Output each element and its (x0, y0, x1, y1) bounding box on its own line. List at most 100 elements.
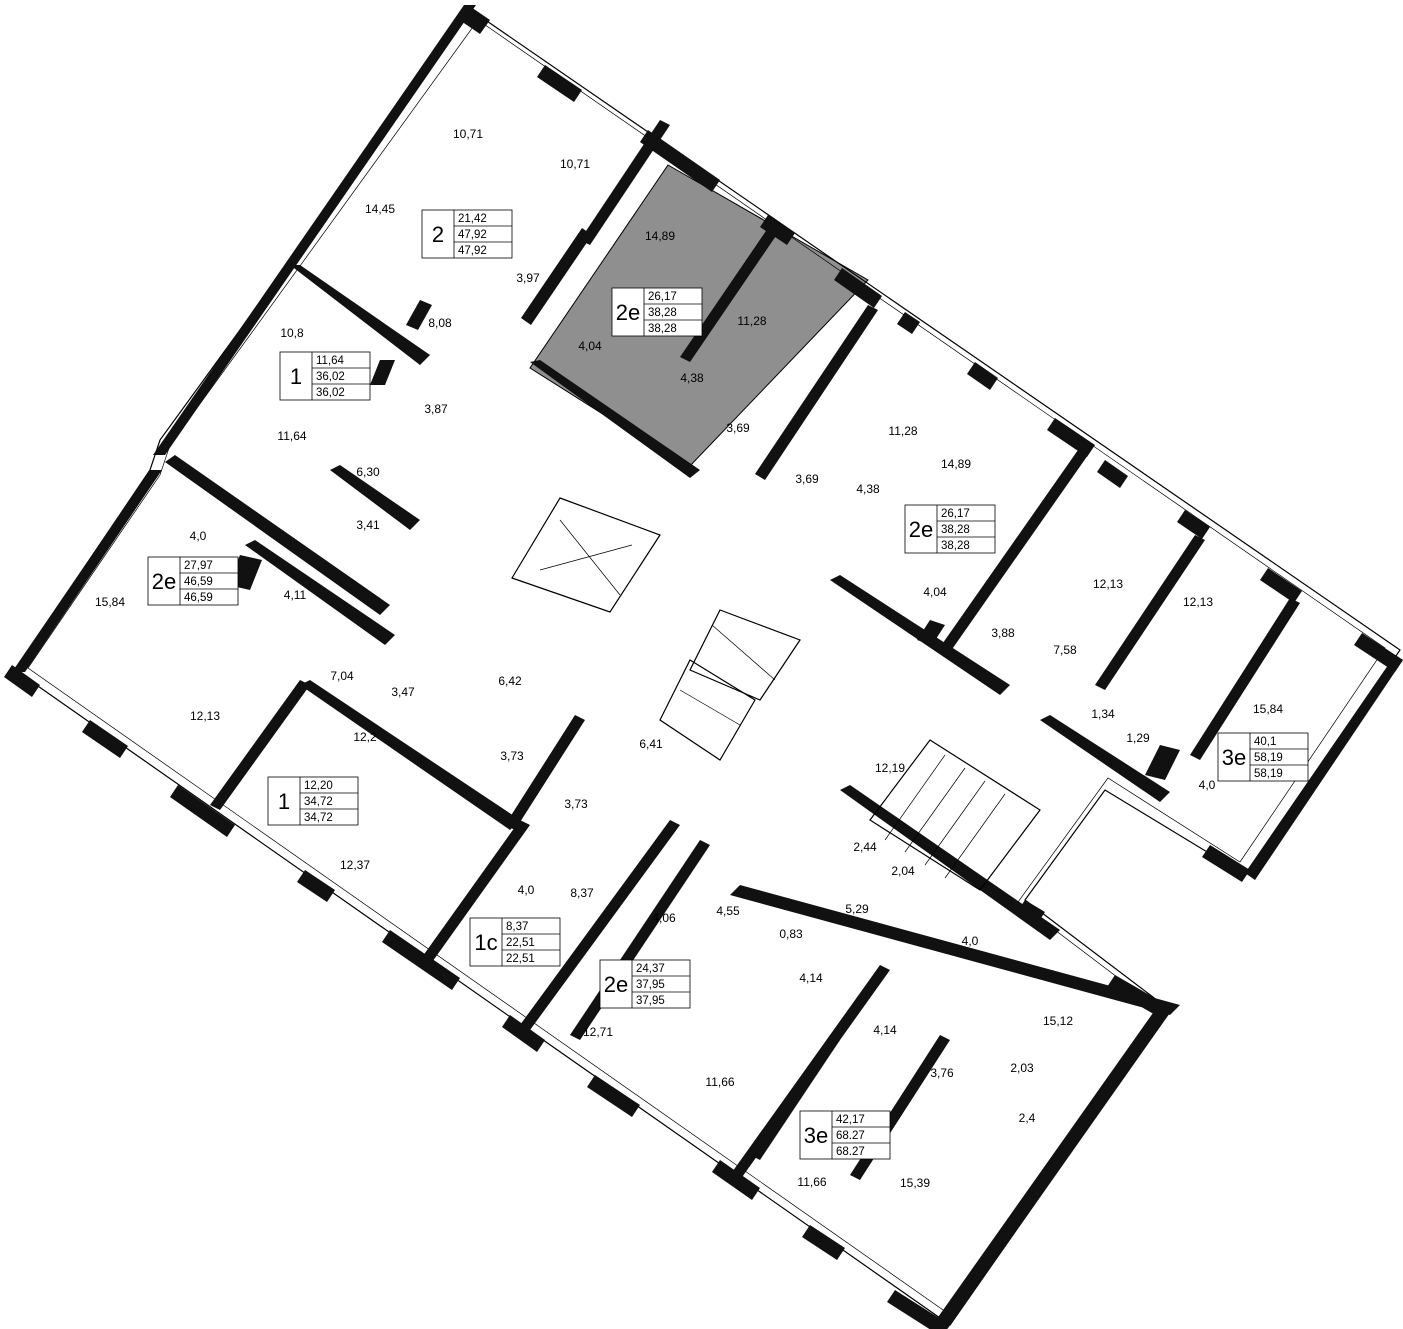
room-area-label: 15,12 (1043, 1014, 1073, 1028)
apartment-tag-box (799, 1110, 891, 1160)
apartment-tag-box (599, 959, 691, 1009)
room-area-label: 12,71 (583, 1025, 613, 1039)
apartment-total-area: 34,72 (304, 796, 333, 808)
apartment-total-area: 36,02 (316, 387, 345, 399)
apartment-total-area: 58,19 (1254, 752, 1283, 764)
apartment-tag-box (904, 504, 996, 554)
room-area-label: 12,19 (875, 761, 905, 775)
elevator-core (511, 497, 1041, 891)
room-area-label: 4,04 (923, 585, 947, 599)
room-area-label: 12,13 (1093, 577, 1123, 591)
room-area-label: 8,37 (570, 886, 594, 900)
room-area-label: 4,0 (962, 934, 979, 948)
apartment-living-area: 21,42 (458, 213, 487, 225)
apartment-type: 2е (909, 517, 933, 542)
apartment-living-area: 26,17 (941, 508, 970, 520)
walls (4, 5, 1403, 1329)
room-area-label: 2,4 (1019, 1111, 1036, 1125)
apartment-total-area: 47,92 (458, 245, 487, 257)
apartment-type: 1 (278, 789, 290, 814)
apartment-living-area: 11,64 (316, 355, 345, 367)
room-area-label: 4,11 (284, 588, 307, 602)
apartment-tag[interactable]: 1с 8,37 22,51 22,51 (469, 917, 561, 967)
room-area-label: 7,58 (1053, 643, 1077, 657)
room-area-label: 2,44 (853, 840, 877, 854)
apartment-living-area: 26,17 (648, 291, 677, 303)
room-area-label: 4,06 (652, 911, 676, 925)
room-area-label: 2,03 (1010, 1061, 1034, 1075)
room-area-label: 14,89 (645, 229, 675, 243)
room-area-label: 14,45 (365, 202, 395, 216)
room-area-label: 5,29 (845, 902, 869, 916)
room-area-label: 11,28 (888, 424, 917, 438)
room-area-label: 3,87 (424, 402, 448, 416)
room-area-label: 12,2 (353, 730, 377, 744)
room-area-label: 4,0 (518, 883, 535, 897)
apartment-total-area: 68.27 (836, 1130, 865, 1142)
apartment-total-area: 37,95 (636, 995, 665, 1007)
apartment-total-area: 68.27 (836, 1146, 865, 1158)
apartment-total-area: 38,28 (941, 540, 970, 552)
apartment-tag-box (147, 556, 239, 606)
apartment-total-area: 22,51 (506, 953, 535, 965)
room-area-label: 4,0 (1199, 778, 1216, 792)
room-area-label: 3,88 (991, 626, 1015, 640)
apartment-living-area: 12,20 (304, 780, 333, 792)
room-area-label: 12,13 (190, 709, 220, 723)
apartment-total-area: 46,59 (184, 576, 213, 588)
room-area-label: 3,73 (564, 797, 588, 811)
room-area-label: 4,04 (578, 339, 602, 353)
apartment-total-area: 22,51 (506, 937, 535, 949)
room-area-labels: 10,7110,7114,4514,893,9710,88,084,0411,2… (95, 127, 1283, 1190)
room-area-label: 7,04 (330, 669, 354, 683)
apartment-tag[interactable]: 2е 26,17 38,28 38,28 (904, 504, 996, 554)
apartment-tag-box (1217, 732, 1309, 782)
apartment-living-area: 8,37 (506, 921, 528, 933)
apartment-tag-box (611, 287, 703, 337)
room-area-label: 10,71 (560, 157, 590, 171)
room-area-label: 11,66 (705, 1075, 734, 1089)
room-area-label: 6,41 (639, 737, 663, 751)
room-area-label: 4,38 (856, 482, 880, 496)
apartment-total-area: 38,28 (941, 524, 970, 536)
room-area-label: 11,66 (797, 1175, 826, 1189)
room-area-label: 1,34 (1091, 707, 1115, 721)
room-area-label: 6,30 (356, 465, 380, 479)
apartment-total-area: 38,28 (648, 323, 677, 335)
room-area-label: 8,08 (428, 316, 452, 330)
apartment-tag-box (469, 917, 561, 967)
apartment-type: 2е (152, 569, 176, 594)
room-area-label: 15,84 (1253, 702, 1283, 716)
room-area-label: 15,84 (95, 595, 125, 609)
apartment-living-area: 24,37 (636, 963, 665, 975)
room-area-label: 3,76 (930, 1066, 954, 1080)
apartment-total-area: 58,19 (1254, 768, 1283, 780)
room-area-label: 3,41 (356, 518, 380, 532)
room-area-label: 3,69 (795, 472, 819, 486)
room-area-label: 4,38 (680, 371, 704, 385)
apartment-type: 2 (432, 222, 444, 247)
apartment-type: 1с (474, 930, 497, 955)
apartment-tags: 221,4247,9247,922е26,1738,2838,28111,643… (147, 209, 1309, 1160)
room-area-label: 6,42 (498, 674, 522, 688)
apartment-tag-box (267, 776, 359, 826)
room-area-label: 10,71 (453, 127, 483, 141)
room-area-label: 11,64 (277, 429, 306, 443)
room-area-label: 14,89 (941, 457, 971, 471)
room-area-label: 4,14 (873, 1023, 897, 1037)
room-area-label: 12,37 (340, 858, 370, 872)
apartment-type: 2е (616, 300, 640, 325)
room-area-label: 3,69 (726, 421, 750, 435)
room-area-label: 1,29 (1126, 731, 1150, 745)
apartment-total-area: 46,59 (184, 592, 213, 604)
apartment-total-area: 37,95 (636, 979, 665, 991)
